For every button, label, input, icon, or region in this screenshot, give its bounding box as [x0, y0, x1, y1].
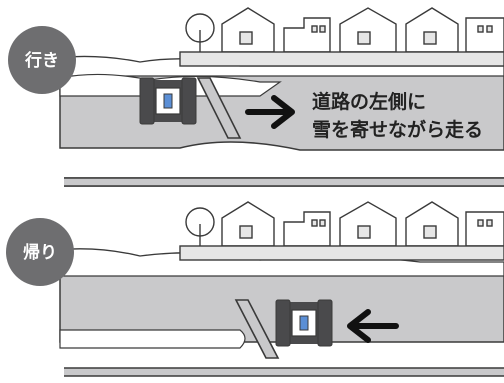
house-icon	[283, 17, 331, 53]
caption-line-1: 道路の左側に	[312, 90, 426, 113]
plowed-snow-ridge-bottom	[59, 329, 246, 349]
house-icon	[283, 211, 331, 247]
tree-icon	[185, 207, 215, 246]
tree-icon	[185, 13, 215, 52]
house-icon	[221, 201, 275, 247]
house-icon	[339, 201, 397, 247]
sidewalk-top	[64, 178, 504, 186]
houses-bottom	[179, 201, 504, 261]
badge-going: 行き	[8, 26, 76, 94]
badge-going-label: 行き	[24, 50, 59, 71]
house-icon	[405, 7, 459, 53]
badge-return: 帰り	[6, 218, 74, 286]
house-icon	[465, 17, 504, 53]
badge-return-label: 帰り	[23, 243, 57, 263]
arrow-right-icon	[245, 95, 295, 129]
panel-return: 帰り	[6, 201, 504, 377]
caption-line-2: 雪を寄せながら走る	[312, 118, 483, 141]
house-icon	[405, 201, 459, 247]
panel-going: 行き 道路の左側に 雪を寄せながら走る	[8, 7, 504, 187]
arrow-left-icon	[347, 309, 399, 343]
snowplow-icon	[234, 299, 333, 359]
house-icon	[465, 211, 504, 247]
snowplow-icon	[139, 77, 242, 139]
houses-top	[179, 7, 504, 67]
house-icon	[339, 7, 397, 53]
sidewalk-bottom	[64, 368, 504, 376]
house-icon	[221, 7, 275, 53]
